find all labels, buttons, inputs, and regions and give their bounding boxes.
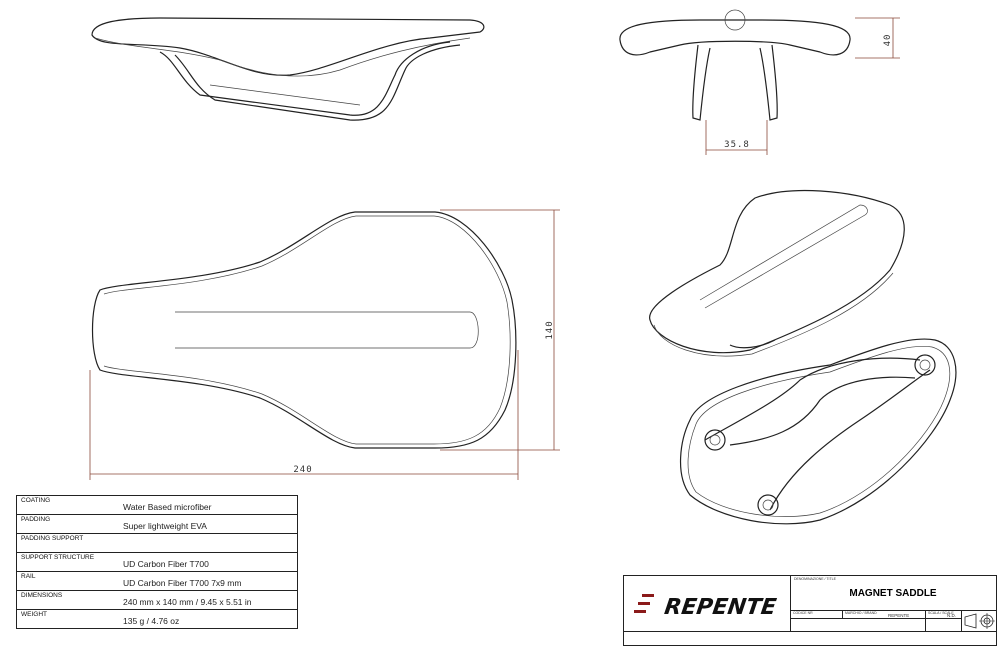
spec-row: WEIGHT 135 g / 4.76 oz — [17, 610, 297, 628]
spec-row: DIMENSIONS 240 mm x 140 mm / 9.45 x 5.51 … — [17, 591, 297, 610]
spec-value: Water Based microfiber — [123, 502, 212, 512]
projection-symbol-icon — [964, 613, 995, 629]
scale-value: N.D. — [947, 613, 956, 618]
dim-height: 40 — [883, 34, 893, 47]
title-block: REPENTE DENOMINAZIONE / TITLE MAGNET SAD… — [623, 575, 997, 646]
brand-value: REPENTE — [888, 613, 910, 618]
spec-table: COATING Water Based microfiber PADDING Sup… — [16, 495, 298, 629]
spec-label: PADDING SUPPORT — [21, 535, 84, 542]
spec-label: COATING — [21, 497, 51, 504]
spec-row: COATING Water Based microfiber — [17, 496, 297, 515]
spec-value: Super lightweight EVA — [123, 521, 207, 531]
spec-row: RAIL UD Carbon Fiber T700 7x9 mm — [17, 572, 297, 591]
spec-row: PADDING Super lightweight EVA — [17, 515, 297, 534]
brand-logo: REPENTE — [624, 576, 791, 631]
brand-label: MARCHIO / BRAND — [845, 611, 877, 615]
dim-width: 140 — [545, 320, 555, 339]
spec-value: UD Carbon Fiber T700 — [123, 559, 209, 569]
spec-label: RAIL — [21, 573, 36, 580]
spec-label: WEIGHT — [21, 611, 47, 618]
logo-mark: REPENTE — [634, 594, 778, 620]
dim-rail-width: 35.8 — [724, 140, 750, 150]
title-label: DENOMINAZIONE / TITLE — [794, 577, 836, 581]
isometric-top-view — [649, 189, 905, 357]
code-label: CODICE NR — [793, 611, 813, 615]
isometric-bottom-view — [680, 338, 957, 525]
spec-label: SUPPORT STRUCTURE — [21, 554, 95, 561]
side-view — [91, 17, 485, 121]
spec-value: 135 g / 4.76 oz — [123, 616, 180, 626]
spec-value: UD Carbon Fiber T700 7x9 mm — [123, 578, 242, 588]
dim-length: 240 — [293, 465, 312, 475]
spec-row: SUPPORT STRUCTURE UD Carbon Fiber T700 — [17, 553, 297, 572]
spec-label: DIMENSIONS — [21, 592, 63, 599]
spec-label: PADDING — [21, 516, 51, 523]
scale-label: SCALA / SCALE — [928, 611, 954, 615]
spec-row: PADDING SUPPORT — [17, 534, 297, 553]
drawing-title: MAGNET SADDLE — [849, 588, 937, 599]
front-view: 40 35.8 — [619, 9, 900, 155]
top-view: 240 140 — [89, 209, 560, 480]
spec-value: 240 mm x 140 mm / 9.45 x 5.51 in — [123, 597, 252, 607]
svg-text:REPENTE: REPENTE — [663, 594, 778, 620]
